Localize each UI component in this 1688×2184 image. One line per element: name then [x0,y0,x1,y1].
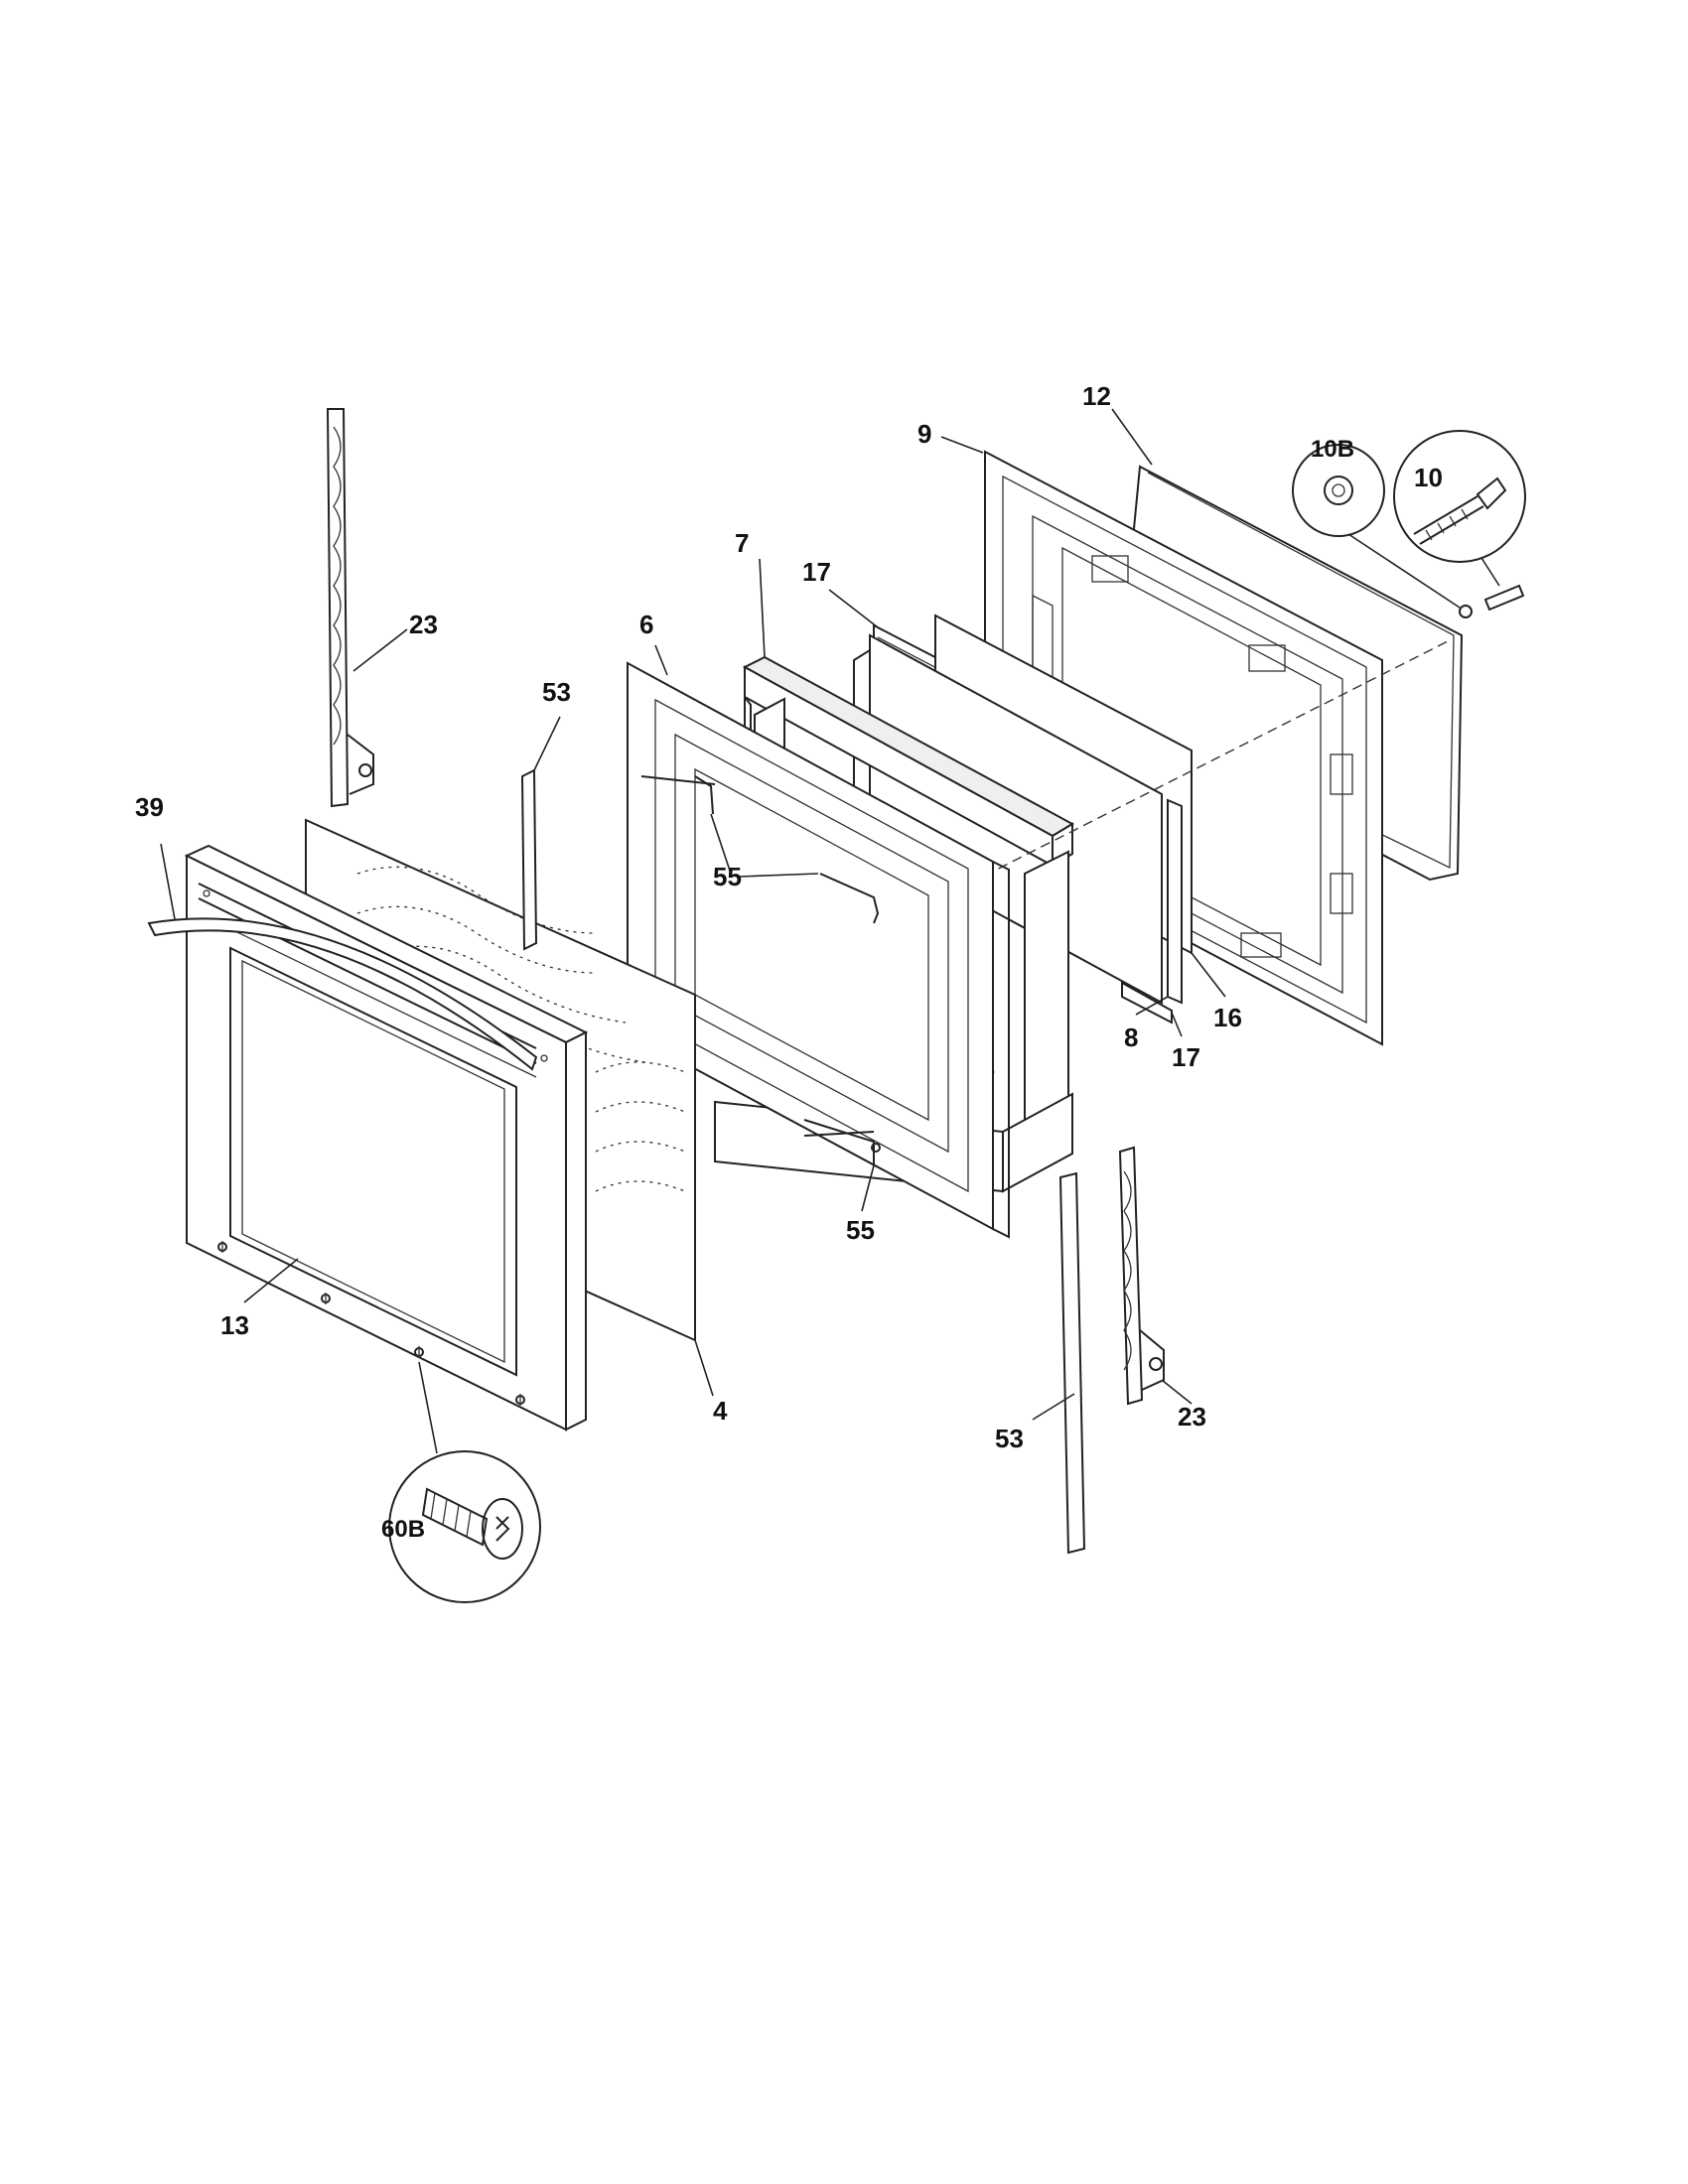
callout-23-top: 23 [409,610,438,639]
callout-9: 9 [917,419,931,449]
callout-53-top: 53 [542,677,571,707]
part-23-hinge-bottom [1118,1146,1165,1406]
callout-4: 4 [713,1396,728,1426]
callout-39: 39 [135,792,164,822]
part-13-outer-door [184,844,589,1432]
callout-23-bottom: 23 [1178,1402,1206,1432]
callout-53-bottom: 53 [995,1424,1024,1453]
part-55-bracket-bottom [803,1119,875,1165]
callout-13: 13 [220,1310,249,1340]
callout-17-top: 17 [802,557,831,587]
callout-7: 7 [735,528,749,558]
part-60b-screw-detail [388,1450,541,1603]
part-53-strip-top [520,768,538,951]
callout-6: 6 [639,610,653,639]
callout-60b: 60B [381,1516,425,1543]
part-10-bolt-detail [1393,430,1526,612]
callout-labels: 12 9 10B 10 7 17 6 23 53 39 55 16 8 17 5… [135,381,1443,1543]
part-6-door-liner [627,661,1010,1239]
part-53-strip-bottom [1058,1171,1086,1555]
callout-12: 12 [1082,381,1111,411]
callout-10: 10 [1414,463,1443,492]
part-17-glass-spacer-bottom [1121,798,1183,1024]
part-10b-washer-detail [1292,444,1473,618]
part-23-hinge-top [326,408,374,808]
callout-17-bottom: 17 [1172,1042,1200,1072]
callout-16: 16 [1213,1003,1242,1032]
assembly-axis-line [615,639,1451,1063]
callout-55-bottom: 55 [846,1215,875,1245]
leader-lines [160,408,1226,1454]
callout-55-mid: 55 [713,862,742,891]
callout-10b: 10B [1311,436,1354,463]
part-55-bracket-mid [694,775,880,924]
screws [217,1241,525,1406]
callout-8: 8 [1124,1023,1138,1052]
part-39-handle [147,917,538,1071]
